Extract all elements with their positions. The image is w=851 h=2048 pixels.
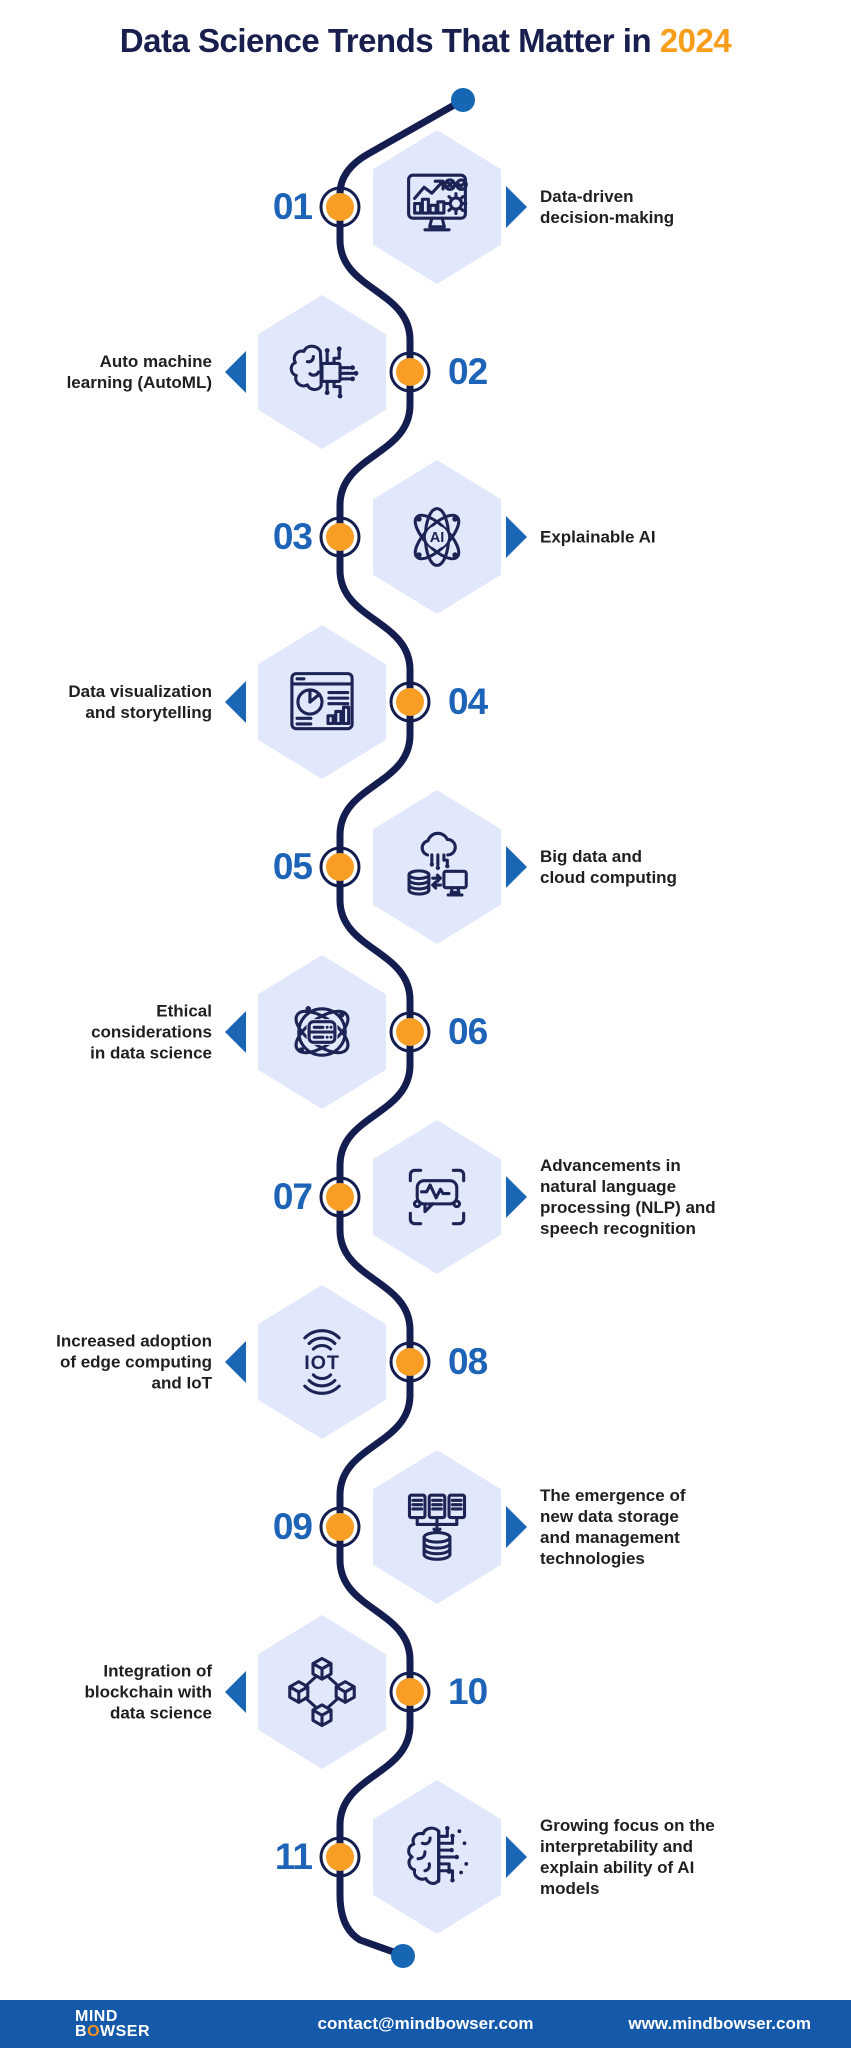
page-title: Data Science Trends That Matter in 2024 [0,22,851,60]
trend-number: 01 [272,186,313,227]
arrow-left-icon [225,351,246,393]
trend-label: Ethical considerations in data science [90,1001,212,1063]
timeline-start-dot [451,88,475,112]
arrow-right-icon [506,1836,527,1878]
timeline-node [389,1011,431,1053]
arrow-right-icon [506,1176,527,1218]
trend-number: 09 [272,1506,313,1547]
timeline-node [319,1176,361,1218]
timeline-node [389,681,431,723]
svg-text:AI: AI [430,530,445,546]
arrow-left-icon [225,1671,246,1713]
trend-label: Data-driven decision-making [540,187,675,227]
trend-label: Integration of blockchain with data scie… [84,1661,212,1723]
trend-number: 02 [448,351,488,392]
timeline-node [319,1836,361,1878]
timeline-node [389,1341,431,1383]
dashboard-charts-icon [290,672,354,731]
trend-number: 05 [272,846,313,887]
trend-number: 11 [274,1836,313,1877]
timeline-node [389,351,431,393]
timeline-node [319,1506,361,1548]
iot-signal-icon: IOT [303,1329,341,1395]
mindbowser-logo: MIND BOWSER [75,2007,151,2040]
trend-number: 03 [272,516,313,557]
arrow-left-icon [225,681,246,723]
brain-chip-icon [289,344,359,399]
logo-o-mark: O [87,2023,101,2040]
trend-label: Auto machine learning (AutoML) [66,352,212,392]
page-title-year: 2024 [659,22,732,59]
trend-label: Big data and cloud computing [540,847,677,887]
logo-line-1: MIND [75,2007,118,2025]
arrow-left-icon [225,1341,246,1383]
timeline-end-dot [391,1944,415,1968]
trend-number: 08 [448,1341,488,1382]
trend-number: 06 [448,1011,488,1052]
timeline-node [319,846,361,888]
page-title-main: Data Science Trends That Matter in [119,22,660,59]
footer-bar: MIND BOWSER contact@mindbowser.com www.m… [0,2000,851,2048]
trend-label: Advancements in natural language process… [540,1156,716,1238]
timeline-node [389,1671,431,1713]
blockchain-cubes-icon [288,1656,356,1728]
arrow-right-icon [506,186,527,228]
logo-line-2: BOWSER [75,2023,151,2040]
brain-circuit-icon [407,1825,469,1885]
trend-number: 04 [448,681,488,722]
trend-number: 10 [448,1671,488,1712]
analytics-monitor-icon [407,173,468,232]
atom-server-icon [294,1006,350,1057]
arrow-right-icon [506,516,527,558]
cloud-database-icon [407,831,468,897]
trend-label: Data visualization and storytelling [68,682,212,722]
storage-docs-icon [407,1493,467,1561]
svg-text:IOT: IOT [304,1352,340,1374]
timeline-node [319,516,361,558]
contact-email-link[interactable]: contact@mindbowser.com [317,2014,534,2033]
arrow-left-icon [225,1011,246,1053]
trend-number: 07 [272,1176,313,1217]
timeline-node [319,186,361,228]
trend-label: Growing focus on the interpretability an… [540,1816,715,1898]
speech-scan-icon [408,1168,466,1226]
trend-label: The emergence of new data storage and ma… [540,1486,686,1568]
arrow-right-icon [506,1506,527,1548]
trend-label: Increased adoption of edge computing and… [56,1331,212,1393]
website-link[interactable]: www.mindbowser.com [628,2014,811,2033]
trend-label: Explainable AI [540,527,656,547]
ai-atom-icon: AI [413,507,461,567]
arrow-right-icon [506,846,527,888]
